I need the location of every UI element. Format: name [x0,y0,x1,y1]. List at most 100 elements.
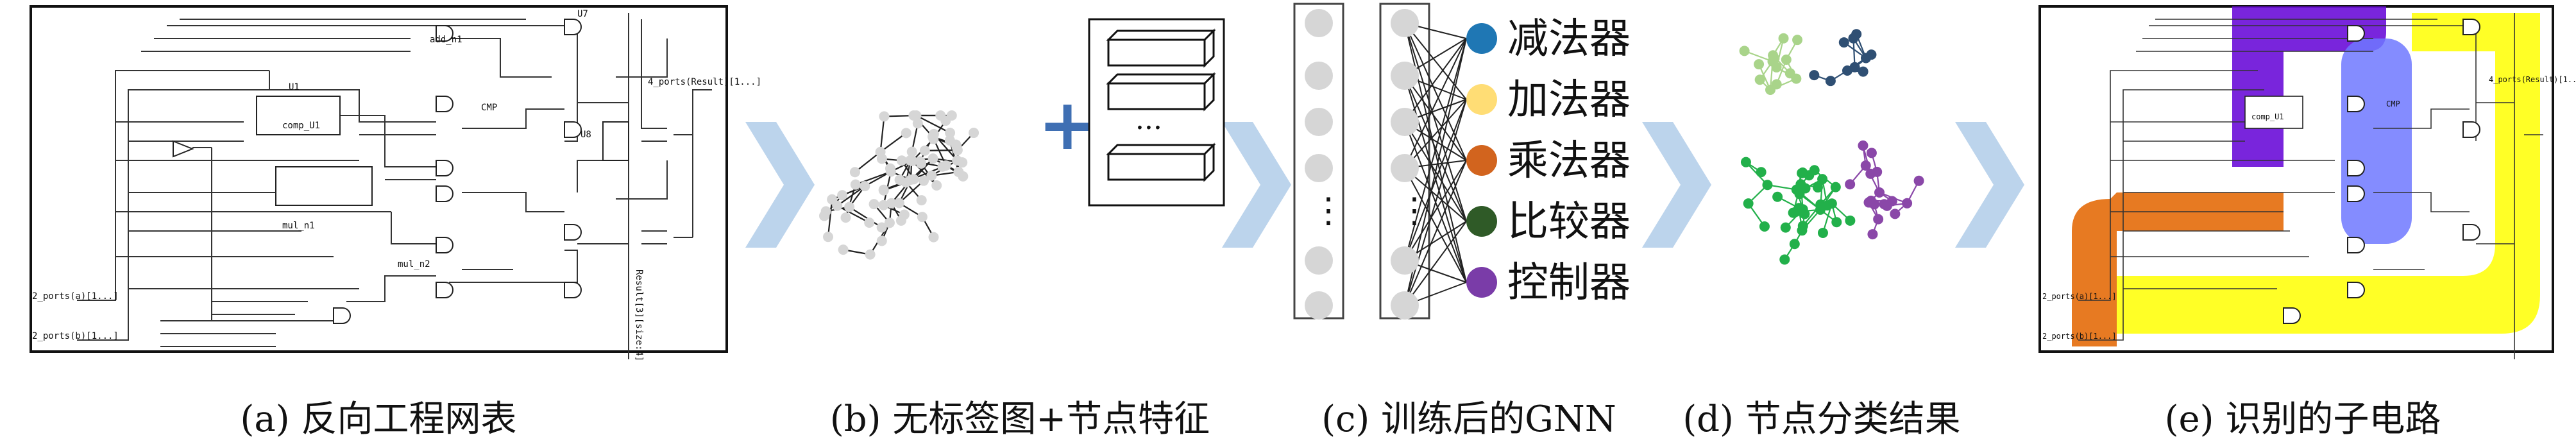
legend-dot-comparator [1466,206,1497,237]
graph-node [879,111,890,122]
adder-cluster-node [1778,33,1789,44]
controller-cluster-node [1902,198,1913,209]
netlist-label-u7: U7 [577,9,588,19]
caption-e: (e) 识别的子电路 [2164,398,2441,440]
graph-node [926,170,937,181]
subtractor-cluster-node [1851,29,1862,40]
graph-edge [836,205,870,223]
highlight-labels: 2_ports(a)[1...] 2_ports(b)[1...] 4_port… [2042,75,2576,341]
graph-edge [899,180,924,204]
comparator-cluster-node [1830,182,1841,192]
graph-node [865,249,876,260]
graph-node [869,199,879,210]
netlist-result-bus: Result[3][size:4] [634,269,644,361]
graph-node [928,232,939,243]
graph-edge [924,149,958,151]
graph-edge [911,160,937,186]
panel-e-highlighted-netlist: 2_ports(a)[1...] 2_ports(b)[1...] 4_port… [2038,5,2576,359]
graph-node [849,167,860,178]
controller-cluster-node [1860,160,1871,171]
subtractor-cluster-node [1858,66,1868,77]
netlist-wires [77,13,712,359]
netlist-frame [30,5,728,353]
comparator-cluster-node [1831,217,1842,228]
comparator-cluster-node [1743,198,1754,209]
netlist-input-b: 2_ports(b)[1...] [32,331,119,341]
comparator-cluster-node [1780,222,1791,233]
subtractor-cluster-node [1825,76,1836,87]
highlight-wires [2078,13,2543,359]
graph-node [931,180,942,191]
graph-node [844,201,855,212]
highlight-comparator [2341,38,2412,244]
comparator-cluster-node [1817,174,1828,185]
legend-dot-controller [1466,267,1497,298]
netlist-input-a: 2_ports(a)[1...] [32,291,119,302]
legend-dot-adder [1466,84,1497,115]
comparator-cluster-node [1756,167,1767,178]
gnn-output-edge [1404,99,1467,261]
gnn-layer1-node [1305,62,1333,90]
graph-edge [915,115,951,133]
controller-cluster-node [1913,175,1924,186]
panel-b-graph: + ··· [819,18,1225,260]
graph-node [837,190,848,201]
graph-node [899,209,910,220]
gnn-output-edge [1404,99,1467,169]
adder-cluster-node [1754,74,1765,85]
caption-a: (a) 反向工程网表 [240,398,517,440]
gnn-output-edge [1404,22,1467,100]
netlist-gates [173,19,629,324]
adder-cluster-node [1754,59,1765,70]
gnn-layer1-node [1305,108,1333,136]
controller-cluster-node [1890,209,1901,219]
controller-cluster-node [1867,229,1878,240]
highlight-label-cmp: CMP [2386,99,2400,108]
legend-label-subtractor: 减法器 [1507,15,1631,63]
controller-cluster-node [1881,200,1892,211]
controller-cluster-node [1873,214,1884,225]
adder-cluster-node [1768,50,1779,61]
netlist-label-add-n1: add_n1 [430,35,462,45]
graph-node [919,145,930,156]
comparator-cluster-node [1812,182,1823,193]
graph-node [876,153,887,164]
caption-c: (c) 训练后的GNN [1321,398,1616,440]
gnn-output-edge [1404,99,1467,306]
graph-node [894,175,905,185]
gnn-output-edge [1404,75,1467,161]
netlist-label-mul-n1: mul_n1 [282,221,315,231]
gnn-layer2-node [1391,246,1419,275]
highlight-output: 4_ports(Result)[1...] [2489,75,2576,84]
comparator-cluster-node [1762,180,1773,191]
gnn-layer1-node [1305,154,1333,182]
comparator-cluster-node [1809,165,1820,176]
subtractor-cluster-node [1849,62,1860,73]
gnn-layer1-node [1305,291,1333,320]
graph-edge [836,185,865,207]
comparator-cluster-node [1788,207,1799,218]
controller-cluster-node [1874,187,1885,198]
graph-node [928,128,939,139]
layer1-vdots: ⋮ [1311,190,1346,230]
graph-node [901,128,911,139]
gnn-layer1-node [1305,9,1333,37]
adder-cluster-node [1771,79,1782,90]
panel-c-gnn: ⋮ ⋮ 减法器 加法器 乘法器 比较器 控制器 [1293,3,1631,320]
graph-node [885,163,895,174]
feature-boxes [1088,18,1225,207]
adder-cluster-node [1784,68,1795,79]
graph-edge [879,116,885,152]
graph-edge [854,151,881,173]
caption-b: (b) 无标签图+节点特征 [829,398,1210,440]
feature-ellipsis: ··· [1135,112,1162,144]
subtractor-cluster-node [1838,37,1849,48]
graph-node [876,235,887,246]
comparator-cluster-node [1740,157,1751,167]
legend-dot-subtractor [1466,23,1497,54]
graph-node [838,244,849,255]
highlight-adder [2117,13,2540,334]
legend-label-adder: 加法器 [1507,76,1631,124]
arrow-d-e [1955,122,2024,248]
legend-label-multiplier: 乘法器 [1507,137,1631,185]
